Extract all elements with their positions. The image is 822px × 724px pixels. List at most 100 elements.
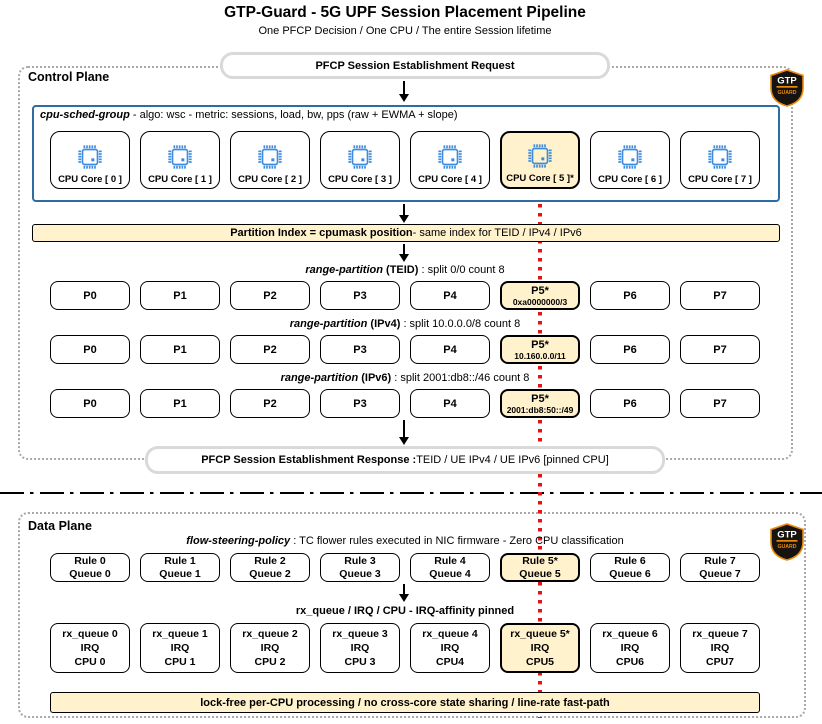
cpu-core-box: CPU Core [ 7 ] (680, 131, 760, 189)
cpu-core-box-pinned: CPU Core [ 5 ]* (500, 131, 580, 189)
cpu-core-box: CPU Core [ 1 ] (140, 131, 220, 189)
page-title: GTP-Guard - 5G UPF Session Placement Pip… (224, 4, 586, 21)
chip-icon (437, 144, 463, 170)
partition-cell: P1 (140, 335, 220, 364)
partition-cell: P0 (50, 389, 130, 418)
queue-label: Queue 0 (69, 567, 111, 580)
partition-range-label: 10.160.0.0/11 (514, 350, 566, 361)
partition-cell: P7 (680, 335, 760, 364)
queue-label: Queue 7 (699, 567, 741, 580)
heading-key: (TEID) (382, 264, 419, 276)
irq-label: IRQ (170, 642, 190, 654)
rx-queue-label: rx_queue 4 (422, 628, 478, 640)
gtp-guard-logo: GTP GUARD (770, 523, 804, 561)
heading-name: range-partition (280, 372, 359, 384)
cpu-core-box: CPU Core [ 2 ] (230, 131, 310, 189)
logo-top-text: GTP (777, 530, 797, 541)
rule-label: Rule 3 (344, 554, 376, 567)
rule-label: Rule 6 (614, 554, 646, 567)
flow-arrow (398, 584, 409, 602)
fastpath-banner: lock-free per-CPU processing / no cross-… (50, 692, 760, 713)
partition-label: P5* (531, 338, 549, 351)
rx-queue-label: rx_queue 1 (152, 628, 208, 640)
cpu-label: CPU6 (615, 656, 644, 668)
rule-label: Rule 0 (74, 554, 106, 567)
partition-cell-pinned: P5* 10.160.0.0/11 (500, 335, 580, 364)
irq-label: IRQ (350, 642, 370, 654)
irq-label: IRQ (80, 642, 100, 654)
queue-label: Queue 5 (519, 567, 561, 580)
partition-cell: P0 (50, 335, 130, 364)
partition-cell: P3 (320, 335, 400, 364)
flow-arrow (398, 244, 409, 262)
partition-cell: P2 (230, 281, 310, 310)
flow-steering-heading: flow-steering-policy : TC flower rules e… (0, 535, 810, 547)
cpu-core-box: CPU Core [ 6 ] (590, 131, 670, 189)
cpu-label: CPU4 (435, 656, 464, 668)
flow-arrow (398, 420, 409, 445)
partition-cell: P6 (590, 335, 670, 364)
partition-cell: P1 (140, 281, 220, 310)
chip-icon (707, 144, 733, 170)
rx-queue-label: rx_queue 2 (242, 628, 298, 640)
page-subtitle: One PFCP Decision / One CPU / The entire… (258, 25, 552, 37)
response-rest-text: TEID / UE IPv4 / UE IPv6 [pinned CPU] (416, 454, 609, 466)
rx-queue-label: rx_queue 5* (510, 628, 570, 640)
rule-label: Rule 5* (522, 554, 558, 567)
cpu-core-label: CPU Core [ 0 ] (58, 174, 122, 185)
partition-cell: P7 (680, 281, 760, 310)
gtp-guard-logo: GTP GUARD (770, 69, 804, 107)
banner-bold-text: Partition Index = cpumask position (230, 227, 413, 239)
rx-queue-label: rx_queue 3 (332, 628, 388, 640)
cpu-label: CPU 2 (254, 656, 286, 668)
partition-cell: P6 (590, 389, 670, 418)
partition-range-label: 0xa0000000/3 (512, 296, 568, 307)
queue-label: Queue 2 (249, 567, 291, 580)
partition-cell: P3 (320, 281, 400, 310)
cpu-sched-group-header: cpu-sched-group - algo: wsc - metric: se… (40, 109, 458, 121)
chip-icon (527, 143, 553, 169)
heading-key: (IPv4) (367, 318, 401, 330)
rule-label: Rule 2 (254, 554, 286, 567)
pfcp-request-box: PFCP Session Establishment Request (220, 52, 610, 79)
cpu-core-label: CPU Core [ 4 ] (418, 174, 482, 185)
partition-cell: P3 (320, 389, 400, 418)
partition-cell: P4 (410, 389, 490, 418)
rx-queue-label: rx_queue 6 (602, 628, 658, 640)
rule-label: Rule 7 (704, 554, 736, 567)
cpu-core-label: CPU Core [ 5 ]* (506, 173, 574, 184)
partition-index-banner: Partition Index = cpumask position - sam… (32, 224, 780, 242)
queue-label: Queue 4 (429, 567, 471, 580)
partition-cell: P0 (50, 281, 130, 310)
rx-queue-box: rx_queue 4 IRQ CPU4 (410, 623, 490, 673)
rx-queue-label: rx_queue 7 (692, 628, 748, 640)
flow-arrow (398, 204, 409, 223)
response-bold-text: PFCP Session Establishment Response : (201, 454, 417, 466)
flow-arrow (398, 81, 409, 102)
heading-rest: : split 2001:db8::/46 count 8 (391, 372, 530, 384)
cpu-core-box: CPU Core [ 4 ] (410, 131, 490, 189)
logo-bottom-text: GUARD (777, 544, 796, 550)
cpu-core-label: CPU Core [ 3 ] (328, 174, 392, 185)
partition-cell: P2 (230, 335, 310, 364)
queue-label: Queue 1 (159, 567, 201, 580)
banner-rest-text: - same index for TEID / IPv4 / IPv6 (412, 227, 582, 239)
irq-label: IRQ (710, 642, 730, 654)
partition-range-label: 2001:db8:50::/49 (506, 404, 574, 415)
queue-label: Queue 6 (609, 567, 651, 580)
cpu-core-row: CPU Core [ 0 ] CPU Core [ 1 ] CPU Core [… (0, 131, 822, 189)
irq-label: IRQ (620, 642, 640, 654)
rule-queue-box-pinned: Rule 5*Queue 5 (500, 553, 580, 582)
irq-label: IRQ (440, 642, 460, 654)
rule-label: Rule 4 (434, 554, 466, 567)
partition-cell: P1 (140, 389, 220, 418)
partition-cell: P4 (410, 335, 490, 364)
